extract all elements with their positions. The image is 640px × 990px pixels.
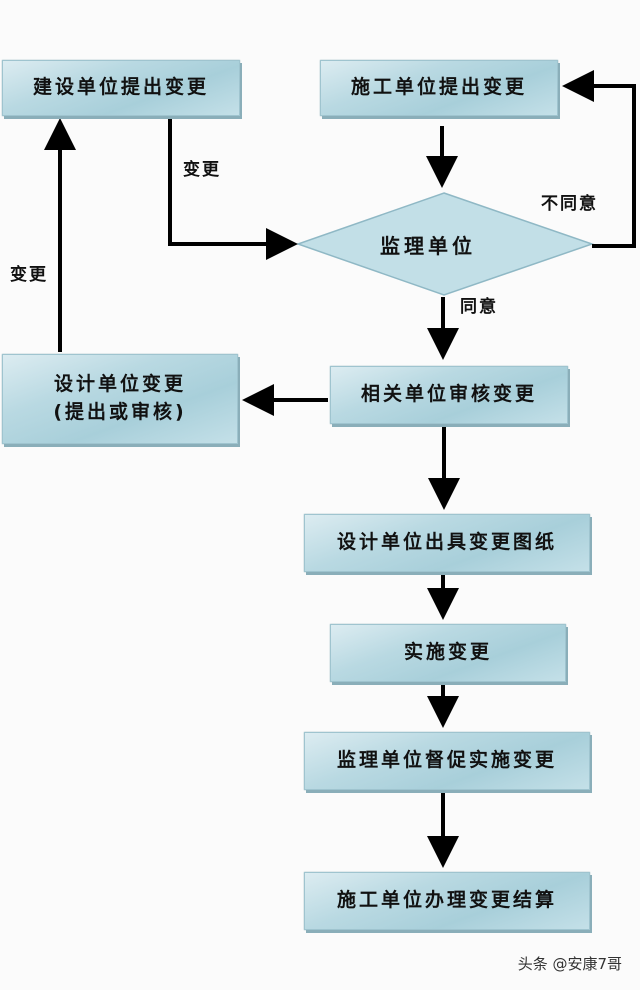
node-supervise-implement: 监理单位督促实施变更 xyxy=(304,732,590,790)
node-design-change-line2: (提出或审核) xyxy=(53,401,187,423)
decision-diamond xyxy=(295,192,595,296)
edge-label-owner-change: 变更 xyxy=(183,160,221,180)
node-contractor-proposes-label: 施工单位提出变更 xyxy=(350,76,527,99)
node-contractor-proposes: 施工单位提出变更 xyxy=(320,60,558,116)
edge-label-agree: 同意 xyxy=(460,297,498,317)
node-design-change: 设计单位变更 (提出或审核) xyxy=(2,354,238,444)
node-implement-label: 实施变更 xyxy=(403,641,492,664)
node-related-review-label: 相关单位审核变更 xyxy=(360,383,537,406)
edge-label-design-change: 变更 xyxy=(10,265,48,285)
node-design-drawings: 设计单位出具变更图纸 xyxy=(304,514,590,572)
node-owner-proposes: 建设单位提出变更 xyxy=(2,60,240,116)
arrow-disagree-to-contractor xyxy=(562,70,636,248)
node-design-drawings-label: 设计单位出具变更图纸 xyxy=(336,531,557,554)
edge-label-disagree: 不同意 xyxy=(541,194,598,214)
watermark: 头条 @安康7哥 xyxy=(517,955,622,973)
node-settlement-label: 施工单位办理变更结算 xyxy=(336,889,557,912)
node-owner-proposes-label: 建设单位提出变更 xyxy=(32,76,209,99)
node-supervise-implement-label: 监理单位督促实施变更 xyxy=(336,749,557,772)
node-design-change-line1: 设计单位变更 xyxy=(53,373,186,396)
node-related-review: 相关单位审核变更 xyxy=(330,366,568,424)
arrow-owner-to-supervisor xyxy=(168,114,298,260)
node-implement: 实施变更 xyxy=(330,624,566,682)
node-supervisor-label: 监理单位 xyxy=(380,234,476,258)
node-settlement: 施工单位办理变更结算 xyxy=(304,872,590,930)
